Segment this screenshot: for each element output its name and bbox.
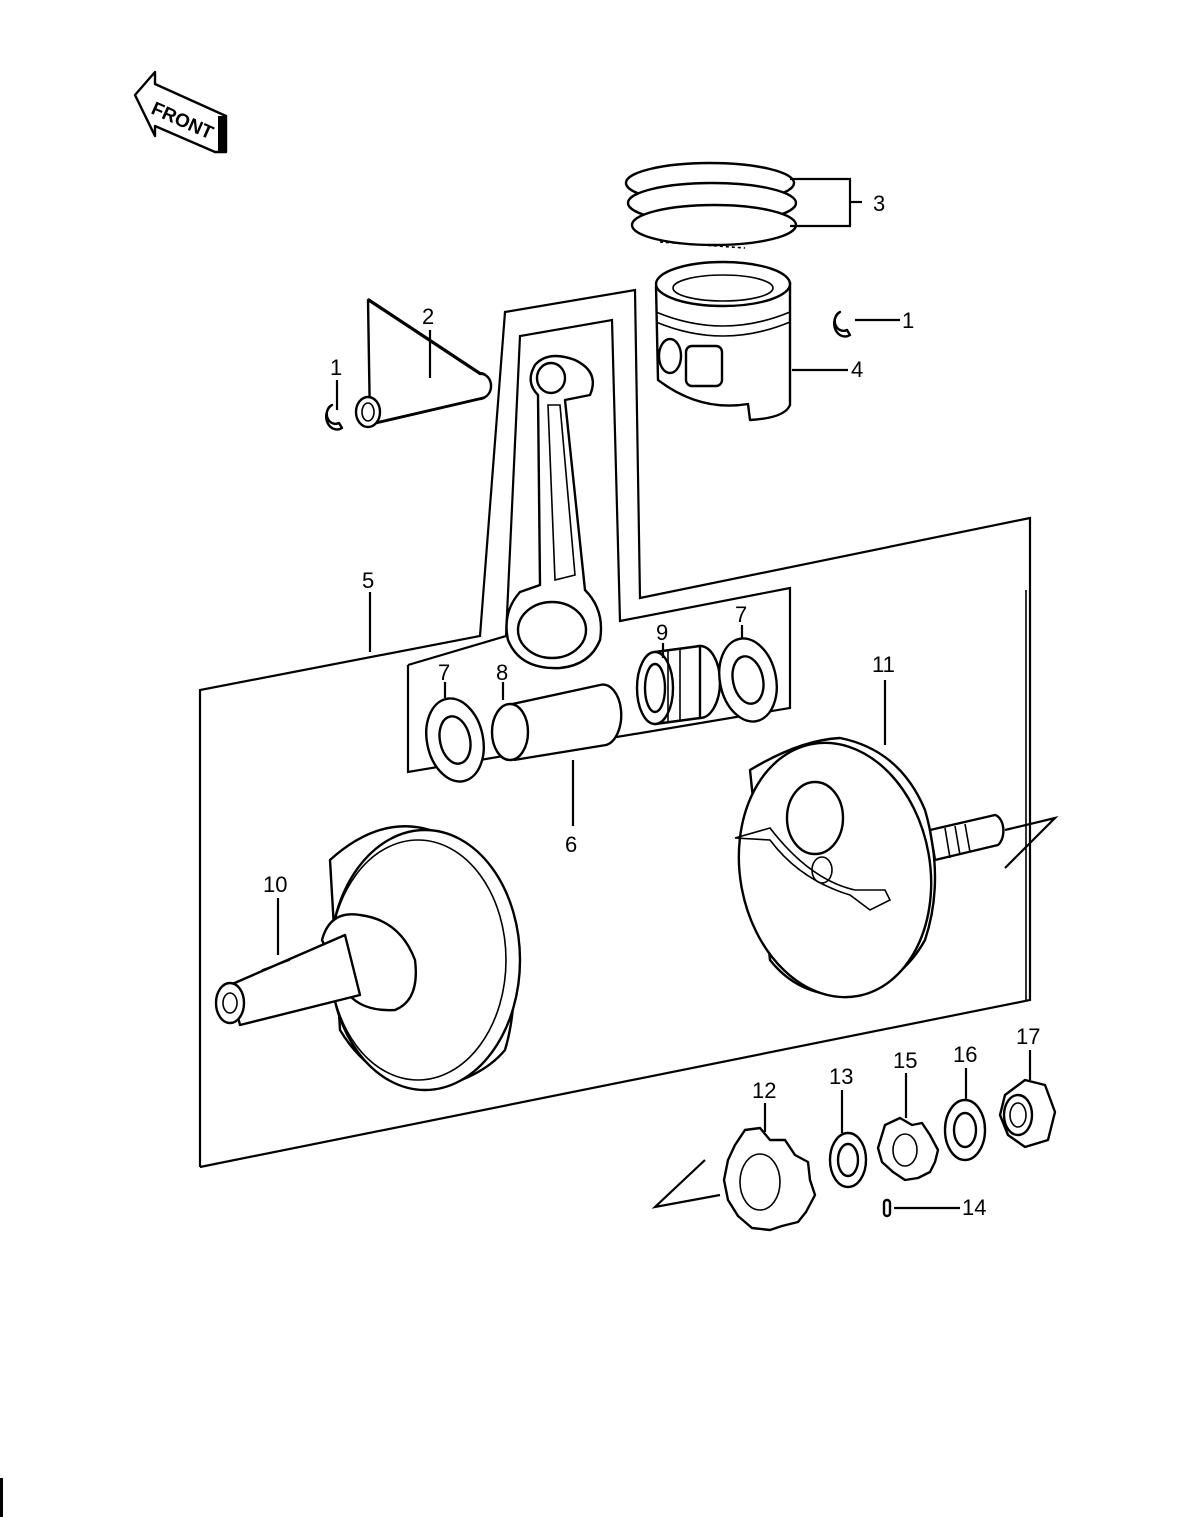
- callout-15: 15: [893, 1048, 917, 1073]
- nut-part-17: [998, 1078, 1057, 1149]
- callout-3: 3: [873, 191, 885, 216]
- callout-6: 6: [565, 832, 577, 857]
- circlip-part-1-right: [832, 310, 852, 338]
- callout-5: 5: [362, 568, 374, 593]
- connecting-rod: [505, 354, 603, 670]
- needle-bearing-part-9: [635, 644, 722, 726]
- crank-flywheel-part-10: [214, 825, 522, 1092]
- circlip-part-1-left: [324, 403, 344, 431]
- callout-9: 9: [656, 620, 668, 645]
- callout-13: 13: [829, 1064, 853, 1089]
- piston-rings-part-3: [624, 161, 798, 249]
- gear-part-12: [722, 1126, 817, 1232]
- callout-2: 2: [422, 304, 434, 329]
- callout-16: 16: [953, 1042, 977, 1067]
- gear-pointer-12: [651, 1159, 721, 1209]
- gear-part-15: [876, 1116, 940, 1182]
- callout-17: 17: [1016, 1024, 1040, 1049]
- shaft-pointer-11: [1004, 816, 1059, 869]
- callout-8: 8: [496, 660, 508, 685]
- washer-part-13: [828, 1131, 868, 1189]
- assembly-outline-5: [198, 288, 1032, 1169]
- crank-flywheel-part-11: [734, 736, 1005, 999]
- callout-14: 14: [962, 1195, 986, 1220]
- front-arrow-icon: FRONT: [133, 70, 228, 154]
- callout-11: 11: [872, 652, 895, 677]
- page-edge-mark: [0, 1478, 3, 1517]
- callout-7-left: 7: [438, 660, 450, 685]
- callout-12: 12: [752, 1078, 776, 1103]
- piston-part-4: [654, 260, 792, 422]
- callout-1-right: 1: [902, 308, 914, 333]
- thrust-washer-part-7-left: [425, 697, 485, 783]
- callout-10: 10: [263, 872, 287, 897]
- callout-4: 4: [851, 357, 863, 382]
- thrust-washer-part-7-right: [718, 637, 778, 723]
- crank-pin-part-8: [490, 683, 623, 762]
- leader-3: [790, 177, 852, 228]
- key-part-14: [882, 1198, 892, 1218]
- callout-7-right: 7: [735, 602, 747, 627]
- callout-1-left: 1: [330, 355, 342, 380]
- washer-part-16: [943, 1098, 987, 1162]
